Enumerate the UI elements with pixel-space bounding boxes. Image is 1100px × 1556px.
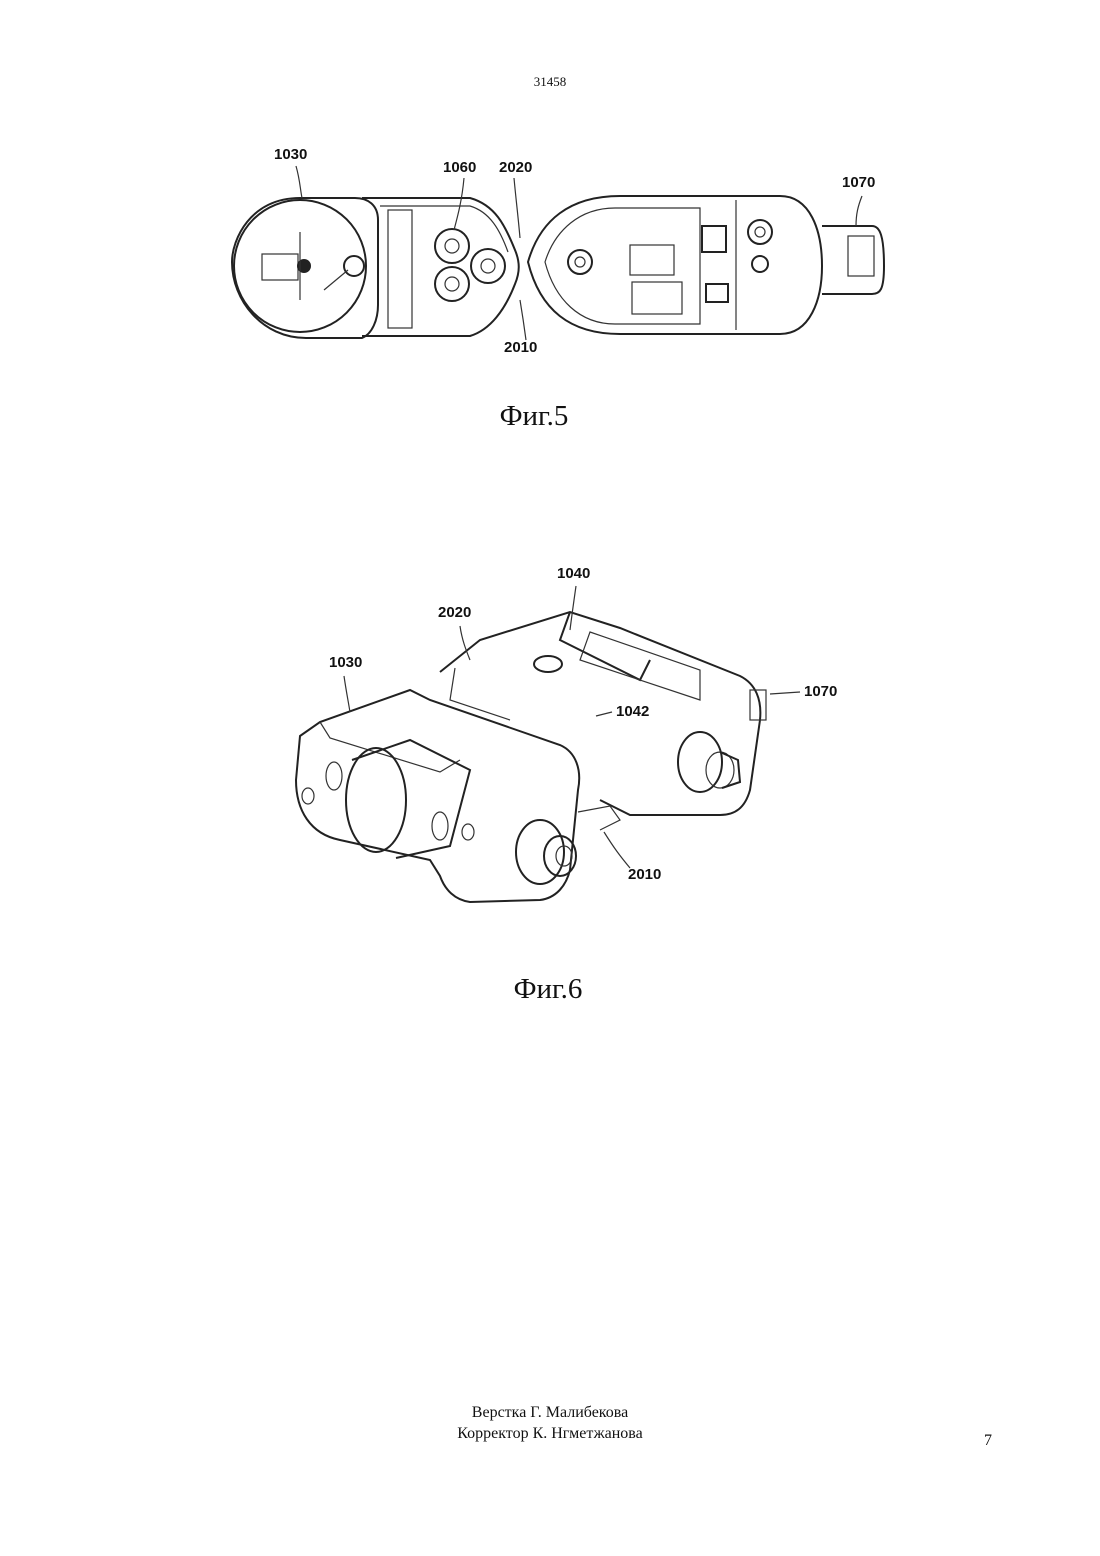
fig6-label-1070: 1070 (804, 683, 837, 700)
figure-6-drawing (0, 0, 1100, 1000)
fig6-label-2020: 2020 (438, 604, 471, 621)
fig6-label-1030: 1030 (329, 654, 362, 671)
layout-credit: Верстка Г. Малибекова (0, 1402, 1100, 1423)
figure-6-caption: Фиг.6 (398, 973, 698, 1006)
footer-credits: Верстка Г. Малибекова Корректор К. Нгмет… (0, 1402, 1100, 1444)
page-number: 7 (984, 1432, 992, 1450)
fig6-label-2010: 2010 (628, 866, 661, 883)
fig6-label-1040: 1040 (557, 565, 590, 582)
proofreader-credit: Корректор К. Нгметжанова (0, 1423, 1100, 1444)
fig6-label-1042: 1042 (616, 703, 649, 720)
